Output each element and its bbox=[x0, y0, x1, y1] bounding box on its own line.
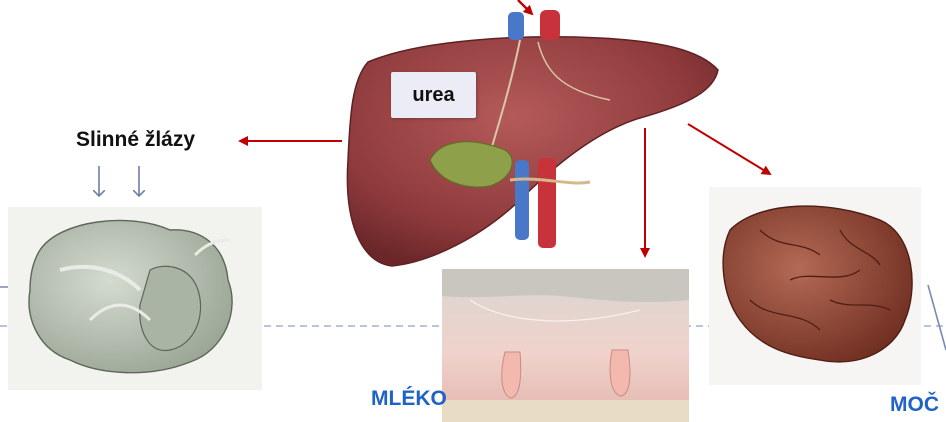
salivary-glands-label: Slinné žlázy bbox=[76, 128, 195, 152]
kidney-photo bbox=[709, 187, 921, 385]
salivary-gland-illustration bbox=[8, 207, 262, 390]
liver-illustration bbox=[347, 10, 718, 266]
udder-photo bbox=[442, 269, 689, 422]
arrow-to-kidney bbox=[688, 124, 770, 174]
top-arrow bbox=[518, 0, 532, 14]
milk-label: MLÉKO bbox=[371, 387, 447, 411]
urine-label: MOČ bbox=[890, 393, 939, 417]
urea-label: urea bbox=[391, 72, 476, 118]
arrow-to-urine bbox=[928, 285, 946, 350]
